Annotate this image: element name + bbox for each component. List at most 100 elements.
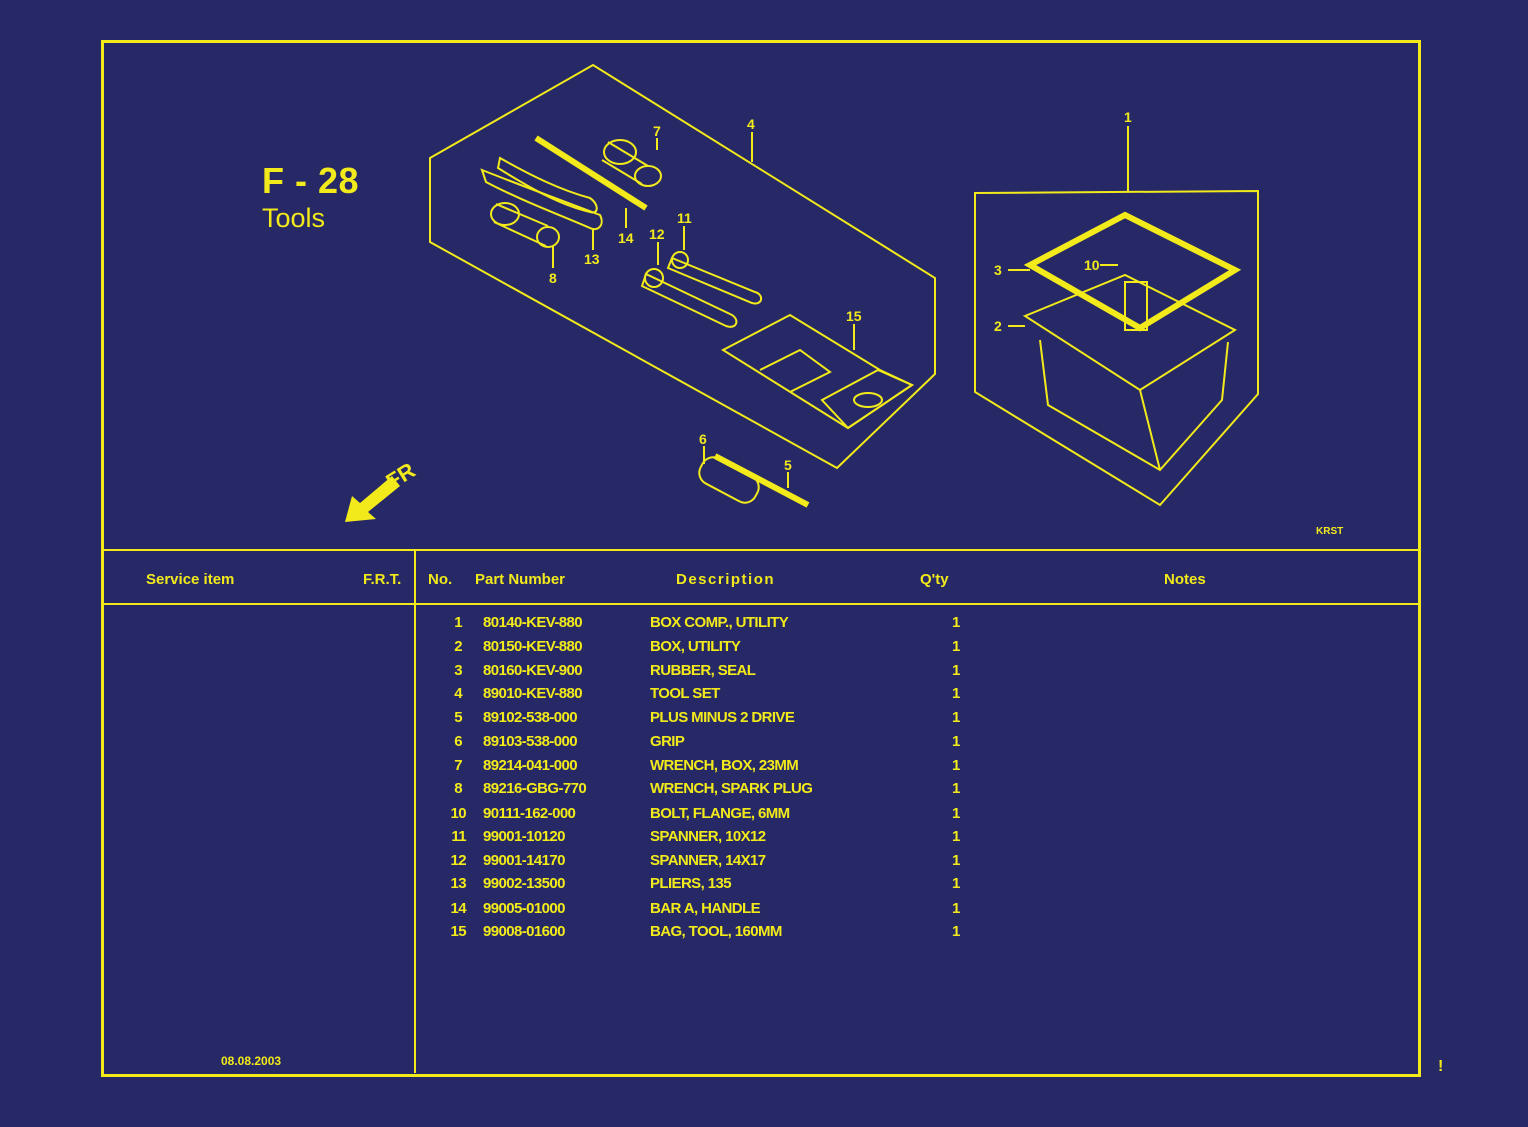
header-no: No. [428, 571, 453, 588]
row-qty: 1 [952, 805, 960, 822]
diagram-table-divider [101, 549, 1418, 551]
row-qty: 1 [952, 757, 960, 774]
drawing-frame [101, 40, 1421, 1077]
row-qty: 1 [952, 875, 960, 892]
row-description: WRENCH, BOX, 23MM [650, 757, 799, 774]
row-no: 3 [454, 662, 462, 679]
row-part-number: 99002-13500 [483, 875, 565, 892]
row-qty: 1 [952, 638, 960, 655]
row-no: 8 [454, 780, 462, 797]
row-no: 10 [450, 805, 467, 822]
row-description: PLIERS, 135 [650, 875, 732, 892]
figure-title: Tools [262, 203, 326, 233]
row-description: BAG, TOOL, 160MM [650, 923, 782, 940]
utility-box-outline [974, 189, 1259, 507]
row-part-number: 90111-162-000 [483, 805, 576, 822]
header-divider [101, 603, 1418, 605]
row-qty: 1 [952, 828, 960, 845]
row-part-number: 89216-GBG-770 [483, 780, 587, 797]
row-part-number: 80160-KEV-900 [483, 662, 583, 679]
pliers-illustration [480, 156, 603, 231]
row-description: BOX COMP., UTILITY [650, 614, 789, 631]
revision-date: 08.08.2003 [221, 1054, 282, 1068]
row-part-number: 99005-01000 [483, 900, 565, 917]
spark-plug-wrench-illustration [490, 202, 560, 248]
row-description: PLUS MINUS 2 DRIVE [650, 709, 795, 726]
row-part-number: 80150-KEV-880 [483, 638, 583, 655]
tool-set-outline [429, 63, 936, 470]
row-description: SPANNER, 10X12 [650, 828, 766, 845]
callout-13: 13 [584, 251, 600, 267]
row-no: 7 [454, 757, 462, 774]
row-qty: 1 [952, 780, 960, 797]
header-part-number: Part Number [475, 571, 566, 588]
callout-5: 5 [784, 457, 792, 473]
row-part-number: 80140-KEV-880 [483, 614, 583, 631]
utility-box-illustration [1022, 273, 1238, 472]
row-description: GRIP [650, 733, 685, 750]
header-notes: Notes [1164, 571, 1206, 588]
row-no: 15 [450, 923, 467, 940]
row-part-number: 99008-01600 [483, 923, 565, 940]
callout-4: 4 [747, 116, 755, 132]
callout-11: 11 [677, 210, 692, 226]
row-qty: 1 [952, 662, 960, 679]
row-description: BOX, UTILITY [650, 638, 741, 655]
row-no: 2 [454, 638, 462, 655]
row-description: BOLT, FLANGE, 6MM [650, 805, 790, 822]
row-qty: 1 [952, 923, 960, 940]
row-description: WRENCH, SPARK PLUG [650, 780, 813, 797]
screwdriver-illustration [698, 453, 810, 508]
row-description: SPANNER, 14X17 [650, 852, 766, 869]
tool-bag-illustration [720, 313, 915, 430]
row-no: 1 [454, 614, 462, 631]
box-wrench-illustration [601, 139, 662, 187]
row-no: 13 [450, 875, 467, 892]
row-part-number: 99001-14170 [483, 852, 565, 869]
row-no: 11 [451, 828, 466, 845]
row-qty: 1 [952, 852, 960, 869]
row-description: TOOL SET [650, 685, 720, 702]
rubber-seal-illustration [1023, 211, 1242, 332]
row-part-number: 89103-538-000 [483, 733, 578, 750]
row-no: 12 [450, 852, 467, 869]
header-qty: Q'ty [920, 571, 949, 588]
callout-3: 3 [994, 262, 1002, 278]
callout-8: 8 [549, 270, 557, 286]
bar-handle-illustration [534, 135, 648, 211]
row-qty: 1 [952, 900, 960, 917]
front-direction-arrow: FR [345, 457, 420, 522]
row-qty: 1 [952, 709, 960, 726]
callout-10: 10 [1084, 257, 1100, 273]
spanner-10x12-illustration [666, 251, 763, 305]
row-qty: 1 [952, 685, 960, 702]
row-no: 5 [454, 709, 462, 726]
callout-14: 14 [618, 230, 634, 246]
callout-12: 12 [649, 226, 665, 242]
column-divider [414, 549, 416, 1073]
callout-7: 7 [653, 123, 661, 139]
callout-2: 2 [994, 318, 1002, 334]
row-part-number: 89102-538-000 [483, 709, 578, 726]
row-part-number: 89010-KEV-880 [483, 685, 583, 702]
header-description: Description [676, 571, 776, 588]
row-part-number: 99001-10120 [483, 828, 565, 845]
spanner-14x17-illustration [640, 268, 738, 328]
row-description: RUBBER, SEAL [650, 662, 756, 679]
margin-mark: ! [1438, 1058, 1444, 1075]
row-qty: 1 [952, 733, 960, 750]
row-description: BAR A, HANDLE [650, 900, 761, 917]
row-no: 14 [450, 900, 467, 917]
callout-1: 1 [1124, 109, 1132, 125]
header-service-item: Service item [146, 571, 235, 588]
row-no: 4 [454, 685, 462, 702]
header-frt: F.R.T. [363, 571, 402, 588]
figure-code: F - 28 [262, 160, 360, 201]
row-no: 6 [454, 733, 462, 750]
callout-6: 6 [699, 431, 707, 447]
row-qty: 1 [952, 614, 960, 631]
row-part-number: 89214-041-000 [483, 757, 578, 774]
callout-15: 15 [846, 308, 862, 324]
drawing-code: KRST [1316, 526, 1344, 537]
